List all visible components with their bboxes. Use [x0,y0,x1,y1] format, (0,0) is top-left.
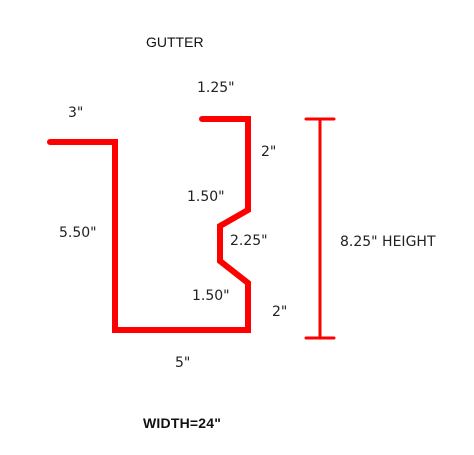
bottom-dimension: 5" [175,355,191,371]
upper-front-dimension: 2" [261,144,277,160]
upper-slope-dimension: 1.50" [187,189,225,205]
lower-slope-dimension: 1.50" [192,288,230,304]
diagram-title: GUTTER [146,34,204,50]
width-label: WIDTH=24" [143,415,222,431]
back-return-dimension: 3" [68,105,84,121]
lower-front-dimension: 2" [272,304,288,320]
top-flange-dimension: 1.25" [197,80,235,96]
gutter-profile [47,116,251,333]
height-label: 8.25" HEIGHT [340,234,436,250]
back-height-dimension: 5.50" [59,225,97,241]
face-middle-dimension: 2.25" [230,233,268,249]
